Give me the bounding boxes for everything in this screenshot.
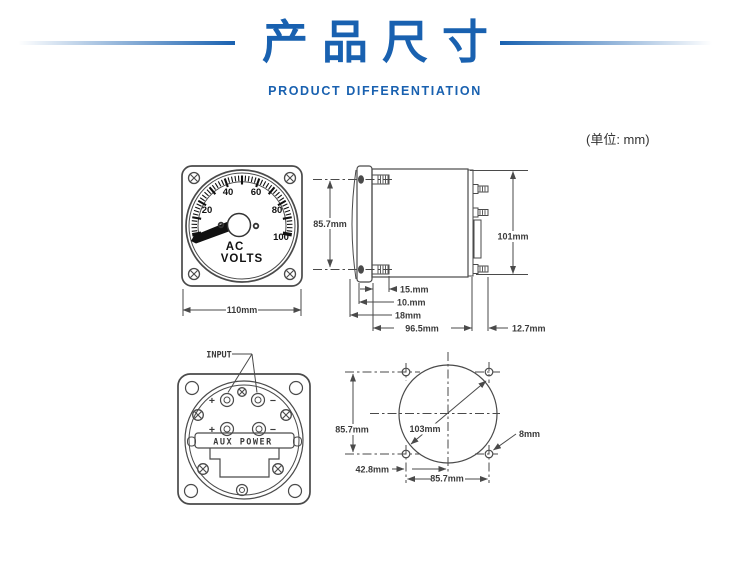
aux-clip-left bbox=[187, 436, 196, 447]
side-dim-row-2: 10.mm bbox=[397, 298, 426, 308]
dial-screw-left bbox=[217, 221, 225, 229]
aux-terminal-plus bbox=[219, 421, 235, 437]
page-subtitle: PRODUCT DIFFERENTIATION bbox=[268, 84, 482, 98]
side-dim-row-5: 12.7mm bbox=[512, 324, 546, 334]
input-plus-sign: + bbox=[209, 395, 215, 407]
aux-power-label: AUX POWER bbox=[213, 438, 273, 448]
front-glass-curve bbox=[351, 169, 357, 280]
terminal-stud-2 bbox=[477, 209, 489, 216]
meter-dial-inner bbox=[188, 172, 296, 280]
scale-label-100: 100 bbox=[273, 232, 289, 243]
input-label: INPUT bbox=[206, 351, 232, 361]
bottom-screw bbox=[235, 483, 249, 497]
corner-hole-br bbox=[287, 483, 303, 499]
meter-needle bbox=[191, 219, 237, 244]
corner-hole-tr bbox=[288, 380, 304, 396]
side-dim-row-1: 15.mm bbox=[400, 285, 429, 295]
terminal-base-2 bbox=[472, 207, 479, 218]
mount-bracket bbox=[209, 448, 280, 478]
back-case-outer bbox=[184, 380, 304, 500]
header-accent-bar-left bbox=[18, 41, 235, 45]
meter-unit-line1: AC bbox=[226, 241, 245, 253]
corner-hole-bl bbox=[183, 483, 199, 499]
input-terminal-minus bbox=[250, 392, 266, 408]
meter-dial-outer bbox=[185, 169, 299, 283]
terminal-stud-3 bbox=[477, 265, 489, 273]
back-plate bbox=[467, 169, 474, 277]
scale-label-40: 40 bbox=[223, 187, 234, 198]
header-accent-bar-right bbox=[500, 41, 712, 45]
meter-bezel bbox=[181, 165, 303, 287]
terminal-stud-1 bbox=[477, 185, 489, 193]
aux-minus-sign: − bbox=[270, 424, 276, 436]
corner-hole-tl bbox=[184, 380, 200, 396]
cutout-dim-left: 85.7mm bbox=[335, 425, 369, 435]
dial-screw-right bbox=[252, 222, 260, 230]
cutout-dim-hole: 8mm bbox=[519, 429, 540, 439]
scale-label-60: 60 bbox=[251, 187, 262, 198]
scale-label-20: 20 bbox=[202, 205, 213, 216]
aux-plus-sign: + bbox=[209, 424, 215, 436]
terminal-block bbox=[473, 219, 482, 259]
cutout-view-drawing: 85.7mm 103mm 8mm 42.8mm 85.7mm bbox=[335, 352, 540, 484]
back-view-drawing: INPUT + − + − AUX POWER bbox=[177, 351, 311, 505]
front-width-dim: 110mm bbox=[227, 305, 258, 315]
side-dim-row-3: 18mm bbox=[395, 311, 421, 321]
mount-flange bbox=[356, 165, 373, 283]
needle-hub bbox=[226, 212, 252, 238]
front-view-drawing: 20 40 60 80 100 AC VOLTS 110mm bbox=[181, 165, 303, 316]
input-minus-sign: − bbox=[270, 395, 276, 407]
terminal-base-3 bbox=[472, 264, 479, 274]
page-title: 产品尺寸 bbox=[262, 16, 502, 68]
terminal-base-1 bbox=[472, 184, 479, 194]
cutout-dim-diameter: 103mm bbox=[409, 424, 440, 434]
scale-label-80: 80 bbox=[272, 205, 283, 216]
back-panel bbox=[177, 373, 311, 505]
aux-clip-right bbox=[293, 436, 302, 447]
side-dim-left: 85.7mm bbox=[313, 219, 347, 229]
meter-body bbox=[371, 168, 469, 278]
cutout-dim-offset: 42.8mm bbox=[355, 465, 389, 475]
meter-unit-line2: VOLTS bbox=[221, 253, 263, 265]
side-view-drawing: 85.7mm 101mm 15.mm 10.mm 18mm 96.5mm bbox=[312, 165, 546, 334]
side-dim-right: 101mm bbox=[497, 232, 528, 242]
aux-terminal-minus bbox=[251, 421, 267, 437]
input-terminal-plus bbox=[219, 392, 235, 408]
side-dim-row-4: 96.5mm bbox=[405, 324, 439, 334]
unit-note: (单位: mm) bbox=[586, 132, 650, 147]
generated-details bbox=[187, 171, 486, 475]
cutout-dim-bottom: 85.7mm bbox=[430, 474, 464, 484]
